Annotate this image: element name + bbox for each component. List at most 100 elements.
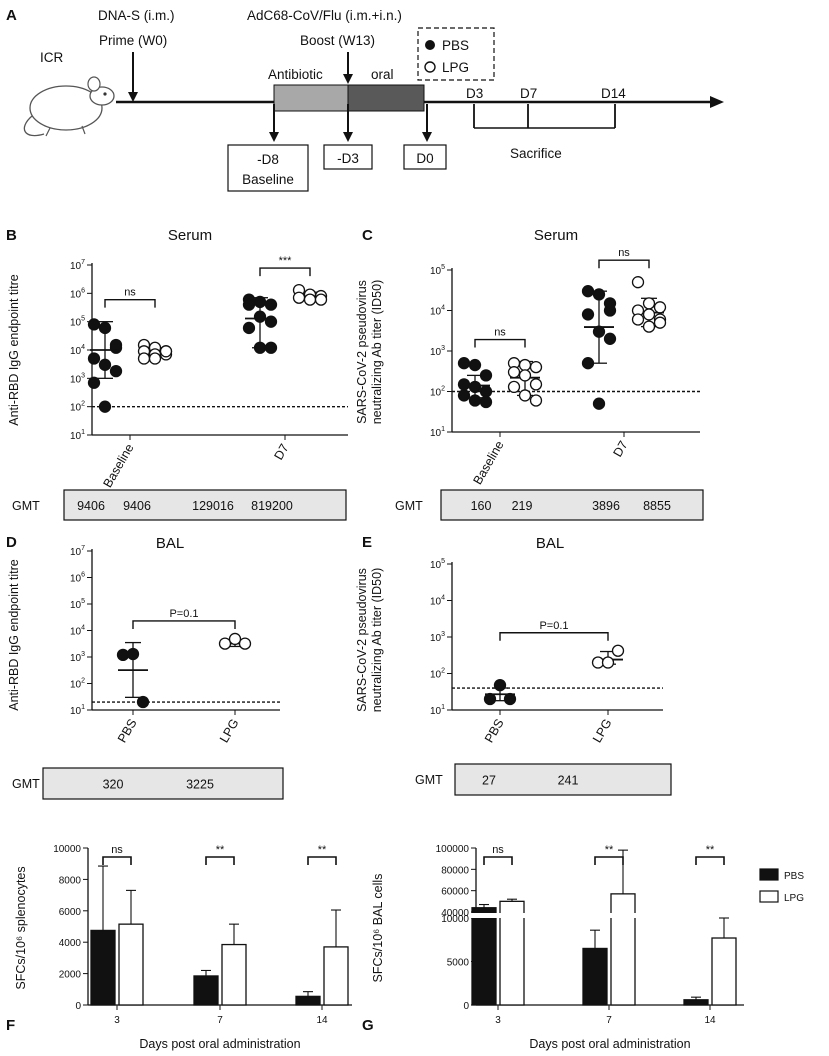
pbs-data-point [581, 357, 595, 370]
x-tick-label: 7 [217, 1015, 223, 1026]
oral-period-bar [347, 84, 425, 112]
panel-label-d: D [6, 534, 17, 551]
significance-label: ** [706, 844, 715, 856]
y-tick-exponent: 2 [81, 401, 85, 408]
chart-title: Serum [168, 227, 212, 244]
pbs-data-point [457, 378, 471, 391]
boost-arrow [343, 52, 353, 84]
pbs-data-point [136, 695, 150, 709]
pbs-data-point [592, 325, 606, 338]
y-tick-label: 2000 [59, 970, 82, 981]
y-tick-exponent: 2 [81, 678, 85, 685]
x-tick-label: 14 [704, 1015, 716, 1026]
mouse-icon [23, 76, 115, 137]
panel-label-b: B [6, 227, 17, 244]
significance-bracket [307, 856, 337, 865]
gmt-box [440, 489, 704, 521]
pbs-data-point [479, 395, 493, 409]
y-tick-label: 101 [70, 429, 85, 442]
gmt-box [454, 763, 672, 796]
lpg-data-point [601, 656, 615, 669]
lpg-legend-marker [424, 61, 436, 73]
significance-bracket [205, 856, 235, 865]
pbs-data-point [479, 385, 493, 398]
y-tick-label: 40000 [441, 908, 469, 919]
significance-bracket [483, 856, 513, 865]
significance-bracket [104, 298, 156, 308]
day14-label: D14 [601, 86, 626, 101]
prime-route-label: DNA-S (i.m.) [98, 8, 175, 23]
y-tick-label: 102 [430, 668, 445, 681]
y-tick-label: 100000 [436, 844, 470, 855]
gmt-value: 3896 [592, 499, 620, 513]
lpg-data-point [631, 313, 645, 326]
pbs-data-point [116, 648, 130, 662]
x-axis-label: Days post oral administration [529, 1037, 690, 1051]
pbs-data-point [253, 295, 267, 309]
y-tick-label: 102 [430, 386, 445, 399]
antibiotic-period-bar [273, 84, 349, 112]
gmt-label: GMT [415, 773, 443, 787]
lpg-bar [711, 937, 737, 1006]
y-tick-exponent: 4 [441, 595, 445, 602]
y-axis-label: Anti-RBD IgG endpoint titre [7, 559, 21, 711]
x-tick-label: PBS [482, 717, 507, 746]
pbs-data-point [109, 338, 123, 352]
svg-text:D0: D0 [416, 151, 433, 166]
y-tick-label: 104 [430, 305, 445, 318]
box-d0: D0 [403, 144, 447, 170]
gmt-value: 219 [512, 499, 533, 513]
significance-bracket [695, 856, 725, 865]
y-tick-label: 102 [70, 678, 85, 691]
significance-label: ns [492, 844, 504, 856]
pbs-bar [193, 975, 219, 1006]
svg-text:Baseline: Baseline [242, 172, 294, 187]
y-tick-label: 5000 [447, 958, 470, 969]
y-axis-label: SFCs/10⁶ BAL cells [371, 874, 385, 983]
sacrifice-label: Sacrifice [510, 146, 562, 161]
pbs-data-point [468, 358, 482, 372]
axis-break-gap [471, 913, 497, 918]
y-tick-label: 101 [430, 426, 445, 439]
y-tick-exponent: 4 [81, 344, 85, 351]
pbs-data-point [87, 376, 101, 389]
y-tick-exponent: 2 [441, 668, 445, 675]
y-tick-label: 103 [70, 372, 85, 385]
pbs-data-point [253, 310, 267, 323]
y-tick-exponent: 2 [441, 386, 445, 393]
gmt-value: 819200 [251, 499, 293, 513]
legend-label: LPG [784, 893, 804, 904]
gmt-value: 129016 [192, 499, 234, 513]
significance-bracket [594, 856, 624, 865]
y-tick-label: 104 [70, 344, 85, 357]
significance-bracket [259, 267, 311, 277]
pbs-bar [683, 999, 709, 1006]
x-tick-label: 7 [606, 1015, 612, 1026]
pbs-data-point [109, 364, 123, 378]
y-tick-label: 106 [70, 287, 85, 300]
pbs-data-point [592, 397, 606, 410]
y-tick-exponent: 4 [81, 625, 85, 632]
pbs-data-point [493, 678, 507, 692]
chart-title: BAL [156, 535, 184, 552]
lpg-data-point [238, 637, 252, 650]
lpg-data-point [518, 389, 532, 402]
significance-bracket [102, 856, 132, 865]
y-tick-exponent: 6 [81, 287, 85, 294]
lpg-bar [610, 893, 636, 1006]
x-tick-label: D7 [610, 438, 630, 459]
significance-label: P=0.1 [539, 620, 568, 632]
y-tick-exponent: 5 [441, 264, 445, 271]
gmt-box [63, 489, 347, 521]
gmt-value: 27 [482, 774, 496, 788]
lpg-data-point [529, 360, 543, 374]
y-tick-exponent: 3 [441, 631, 445, 638]
y-tick-label: 106 [70, 572, 85, 585]
pbs-data-point [468, 394, 482, 407]
y-tick-exponent: 7 [81, 545, 85, 552]
lpg-data-point [228, 632, 242, 646]
y-tick-label: 107 [70, 545, 85, 558]
